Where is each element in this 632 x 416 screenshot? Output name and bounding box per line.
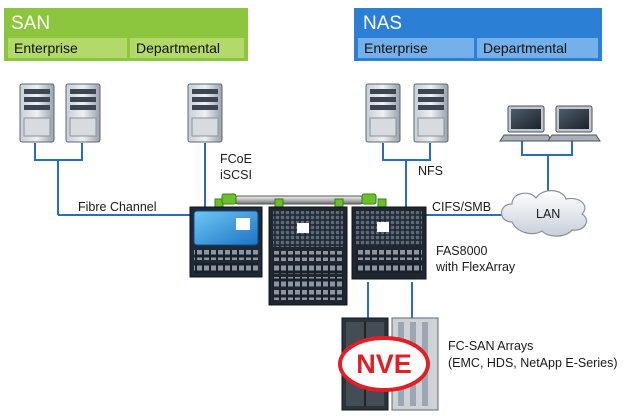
san-title: SAN: [11, 13, 51, 34]
san-enterprise-server-1: [19, 83, 55, 143]
nve-label: NVE: [356, 349, 412, 379]
san-departmental-cell: Departmental: [130, 38, 244, 58]
fcoe-label: FCoE: [220, 152, 252, 166]
workstation-2-icon: [547, 105, 601, 142]
fc-vendors-label: (EMC, HDS, NetApp E-Series): [448, 356, 618, 370]
san-enterprise-cell: Enterprise: [8, 38, 127, 58]
san-header: SAN Enterprise Departmental: [4, 8, 248, 61]
nas-enterprise-cell: Enterprise: [358, 38, 474, 58]
fas-model-label: FAS8000: [436, 244, 488, 258]
lan-label: LAN: [536, 207, 561, 221]
fas-controller-mesh-tall: [268, 206, 348, 306]
cifs-smb-label: CIFS/SMB: [432, 200, 492, 214]
san-departmental-server: [187, 83, 223, 143]
nfs-label: NFS: [418, 164, 443, 178]
nve-badge: [338, 336, 430, 392]
cluster-interconnect: [214, 193, 387, 214]
fas-sub-label: with FlexArray: [436, 260, 516, 274]
fas-controller-blue: [189, 206, 263, 278]
fibre-channel-label: Fibre Channel: [78, 200, 157, 214]
workstation-1-icon: [499, 105, 553, 142]
iscsi-label: iSCSI: [220, 168, 252, 182]
nas-departmental-cell: Departmental: [477, 38, 598, 58]
lan-cloud-icon: [500, 190, 587, 237]
fas-controller-mesh: [351, 206, 427, 280]
nas-header: NAS Enterprise Departmental: [354, 8, 602, 61]
fc-arrays-label: FC-SAN Arrays: [448, 339, 534, 353]
nas-title: NAS: [363, 13, 403, 34]
nas-enterprise-server-2: [413, 83, 449, 143]
san-enterprise-server-2: [65, 83, 101, 143]
nas-enterprise-server-1: [365, 83, 401, 143]
